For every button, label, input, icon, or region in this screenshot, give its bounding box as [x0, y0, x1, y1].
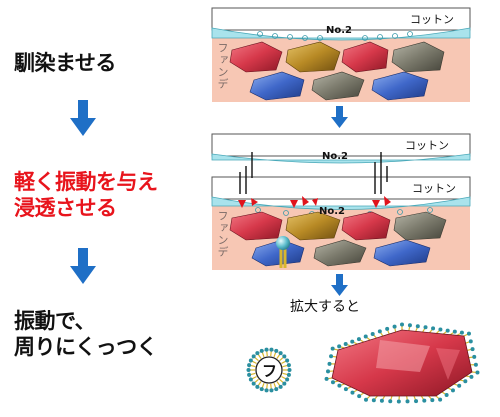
- product-label-2b: No.2: [319, 206, 345, 217]
- cotton-label-1: コットン: [410, 13, 454, 26]
- surfactant-unit: [251, 378, 259, 386]
- panel-2: [211, 133, 471, 270]
- surfactant-unit: [251, 354, 259, 362]
- gem: [285, 41, 341, 73]
- foundation-label-2: ファンデ: [216, 210, 229, 258]
- gem: [229, 41, 283, 73]
- gem: [249, 71, 305, 101]
- surfactant-unit: [282, 363, 291, 368]
- cotton-label-2a: コットン: [405, 139, 449, 152]
- gem: [393, 211, 447, 241]
- surfactant-unit: [259, 348, 265, 358]
- step-3-line-2: 周りにくっつく: [14, 335, 158, 359]
- panel-1: [211, 7, 471, 102]
- surfactant-unit: [264, 347, 269, 357]
- surfactant-unit: [276, 351, 283, 359]
- surfactant-unit: [281, 375, 290, 382]
- bead-particle: [276, 236, 290, 268]
- cotton-pad-2b: [211, 176, 471, 200]
- zoom-coated-gem: [324, 322, 480, 404]
- gem: [371, 71, 429, 101]
- zoom-caption: 拡大すると: [290, 299, 360, 315]
- step-3-text: 振動で、 周りにくっつく: [14, 308, 158, 360]
- gem: [341, 211, 391, 241]
- gem: [229, 211, 283, 241]
- surfactant-unit: [281, 358, 290, 365]
- cotton-pad-2a: [211, 133, 471, 157]
- liquid-layer-1: [211, 27, 471, 41]
- surfactant-unit: [279, 378, 287, 386]
- gem: [373, 239, 431, 267]
- surfactant-unit: [283, 368, 292, 372]
- cotton-pad-1: [211, 7, 471, 31]
- surfactant-unit: [255, 351, 262, 359]
- flow-arrow-2: [70, 248, 96, 284]
- surfactant-unit: [247, 372, 256, 377]
- step-2-line-2: 浸透させる: [14, 196, 117, 220]
- step-1-text: 馴染ませる: [14, 50, 116, 76]
- product-label-1: No.2: [326, 25, 352, 36]
- surfactant-unit: [276, 381, 283, 389]
- surfactant-unit: [273, 382, 279, 392]
- pressure-markers: [238, 196, 391, 208]
- gem: [341, 41, 389, 73]
- panel-arrow-2: [331, 274, 348, 296]
- surfactant-unit: [248, 358, 257, 365]
- zoom-micelle: [246, 347, 292, 393]
- surfactant-unit: [279, 354, 287, 362]
- surfactant-unit: [269, 383, 274, 393]
- step-3-line-1: 振動で、: [14, 309, 96, 333]
- particle-core: [255, 356, 283, 384]
- surfactant-unit: [264, 383, 269, 393]
- surfactant-unit: [246, 368, 255, 372]
- surfactant-unit: [470, 370, 480, 375]
- gem: [391, 41, 445, 73]
- gem: [285, 211, 341, 241]
- surfactant-unit: [273, 348, 279, 358]
- product-label-2a: No.2: [322, 151, 348, 162]
- step-2-text: 軽く振動を与え 浸透させる: [14, 169, 158, 221]
- flow-arrow-1: [70, 100, 96, 136]
- step-2-line-1: 軽く振動を与え: [14, 170, 158, 194]
- panel-arrow-1: [331, 106, 348, 128]
- cotton-label-2b: コットン: [412, 182, 456, 195]
- surfactant-unit: [248, 375, 257, 382]
- surfactant-unit: [247, 363, 256, 368]
- foundation-label-1: ファンデ: [216, 42, 229, 90]
- step-1-line-1: 馴染ませる: [14, 51, 116, 75]
- bead-row-1: [257, 31, 413, 41]
- particle-letter: フ: [262, 362, 278, 380]
- surfactant-unit: [259, 382, 265, 392]
- gem: [311, 71, 365, 101]
- vibration-lines: [239, 152, 388, 194]
- surfactant-unit: [282, 372, 291, 377]
- micelle-ring: [246, 347, 292, 393]
- surfactant-unit: [269, 347, 274, 357]
- gem: [313, 239, 367, 267]
- surfactant-unit: [255, 381, 262, 389]
